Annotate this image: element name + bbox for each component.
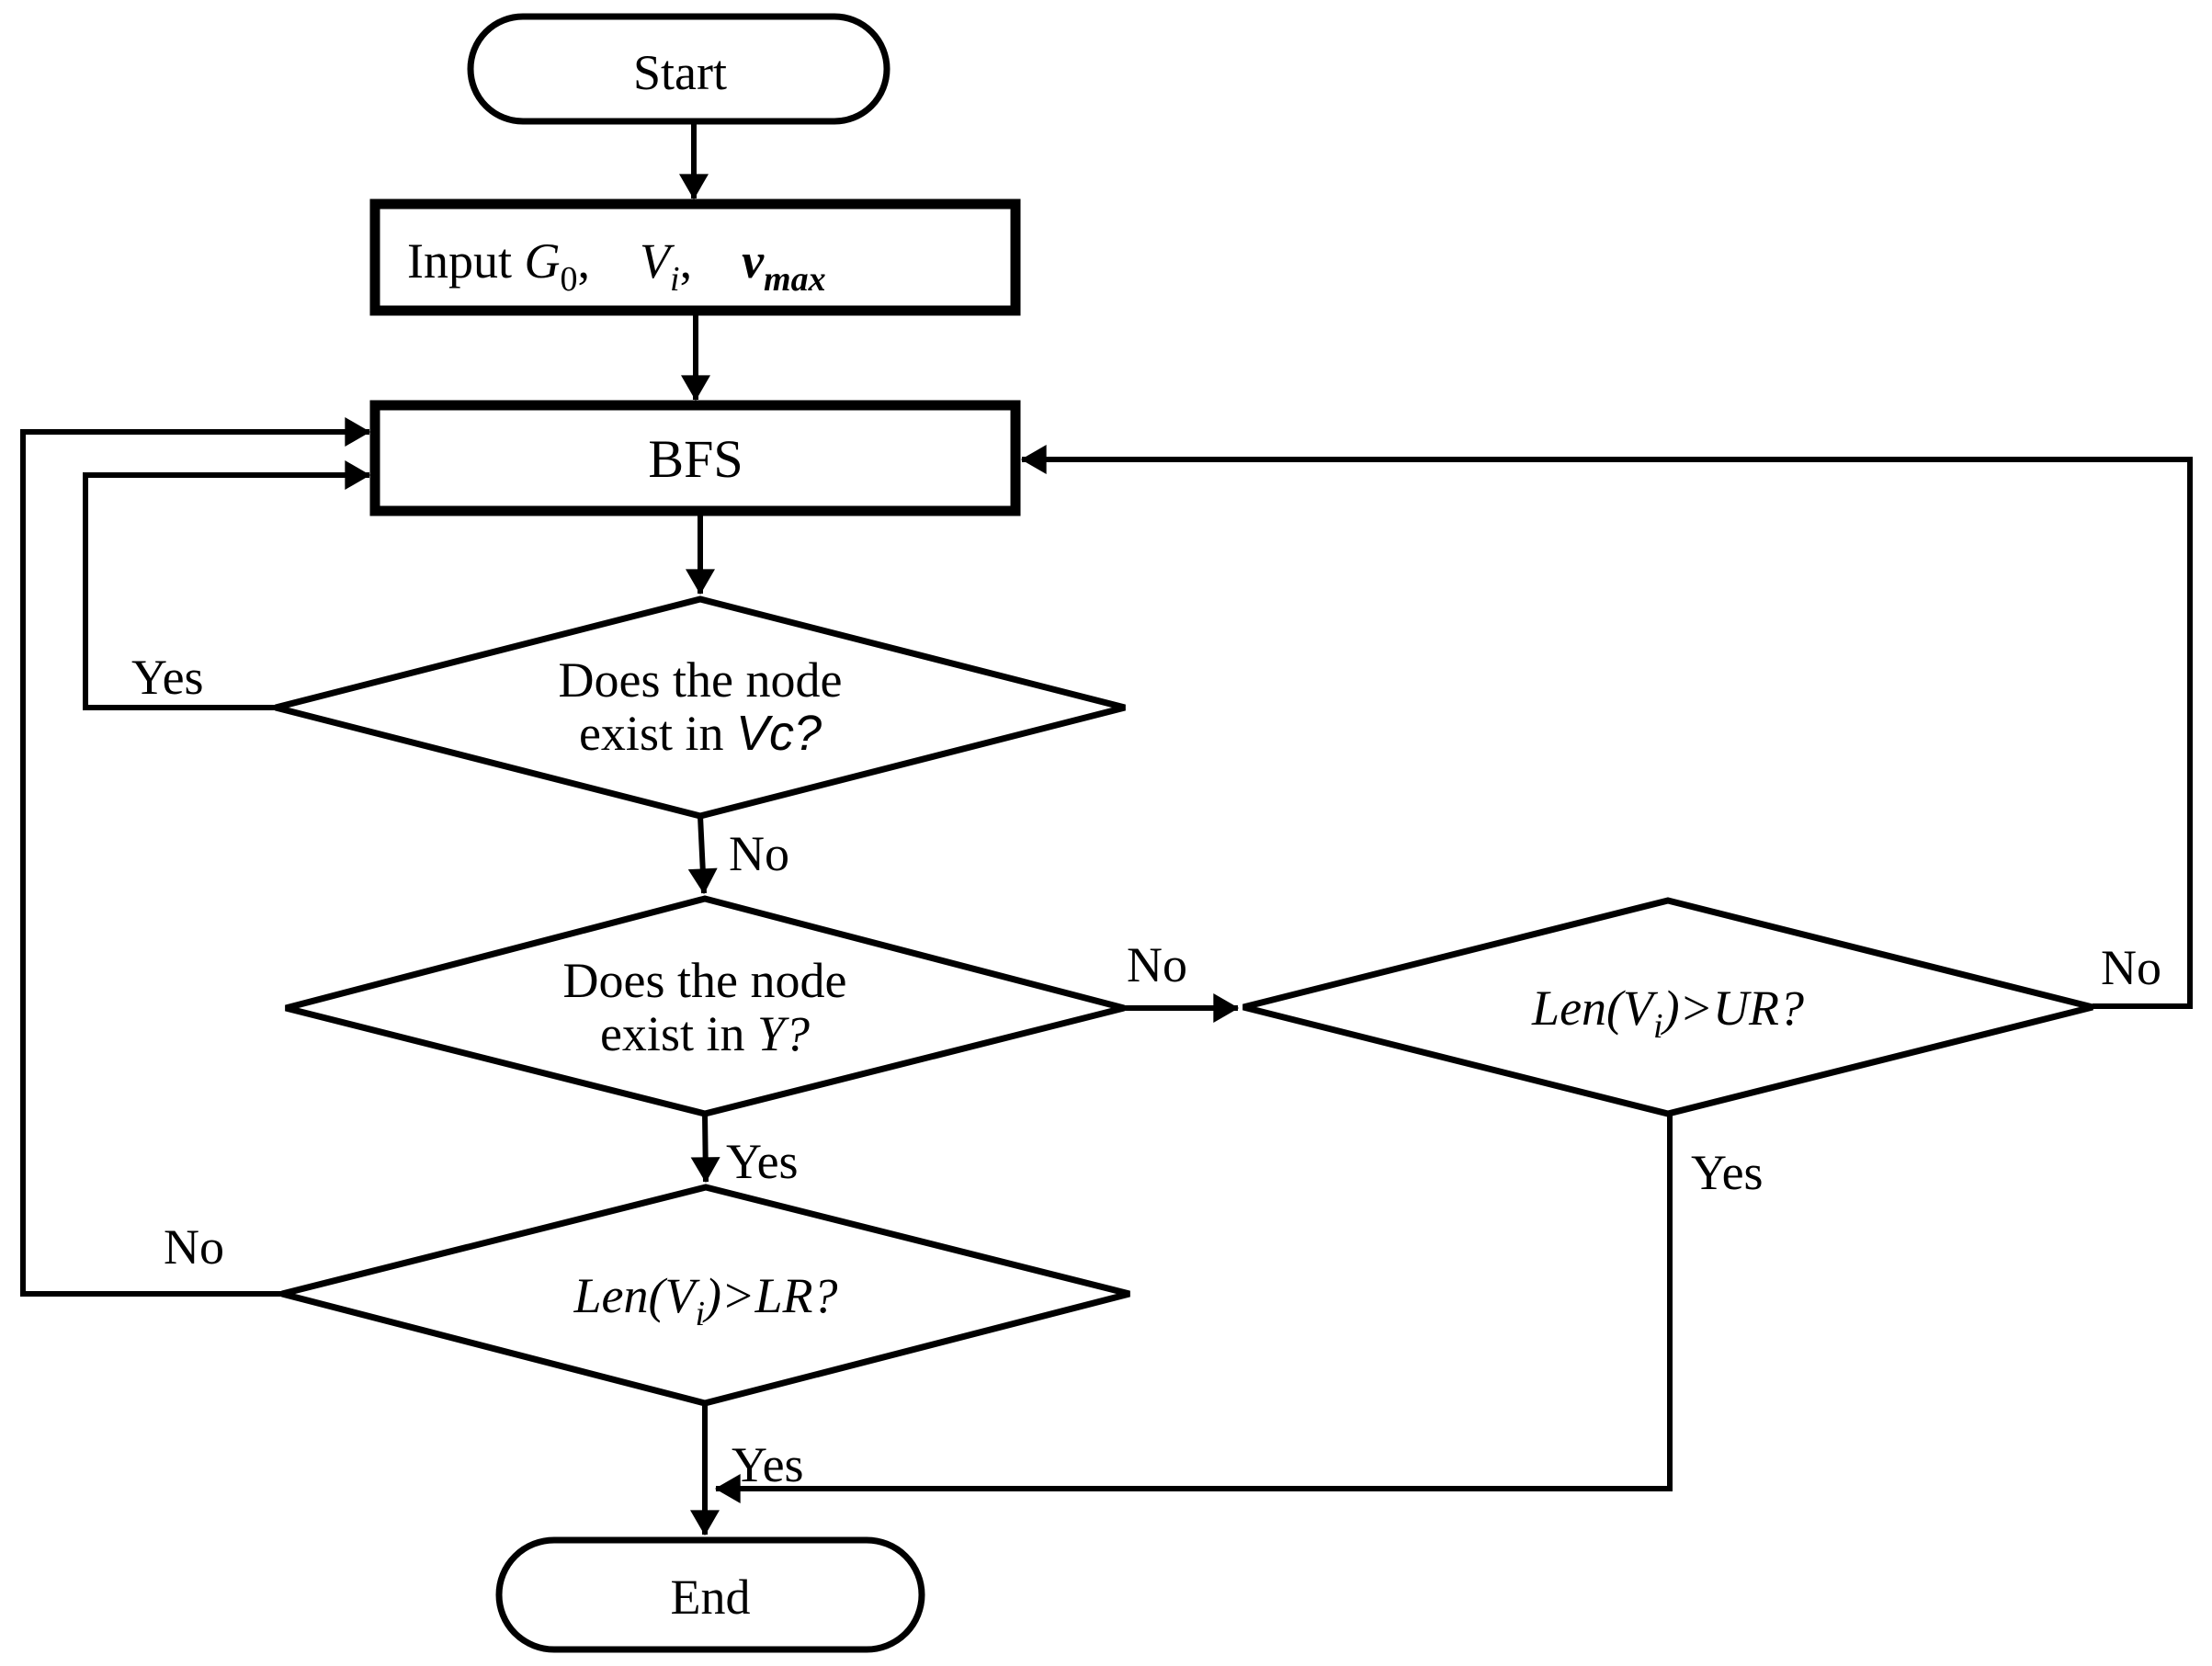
input-node xyxy=(369,198,1021,316)
input-label: Input G0, Vi, vmax xyxy=(407,233,826,299)
edge-label-ur-yes: Yes xyxy=(1691,1145,1764,1200)
edge-y-yes-to-lr xyxy=(690,1113,720,1184)
edge-vc-no-to-y xyxy=(687,815,718,895)
end-node xyxy=(495,1536,925,1653)
bfs-label: BFS xyxy=(648,429,743,489)
ur-fn: Len(V xyxy=(1531,980,1659,1036)
input-var-v: V xyxy=(640,233,675,289)
start-node xyxy=(467,13,890,125)
edge-label-vc-no: No xyxy=(729,826,789,881)
decision-ur-node xyxy=(1242,897,2093,1117)
edge-ur-no-feedback-to-bfs xyxy=(1020,445,2193,1009)
edge-label-lr-no: No xyxy=(164,1219,224,1275)
edge-label-ur-no: No xyxy=(2101,940,2161,995)
vc-line2-prefix: exist in xyxy=(579,706,736,761)
ur-fn-sub: i xyxy=(1653,1007,1663,1046)
lr-fn-sub: i xyxy=(695,1295,705,1333)
decision-y-label-line1: Does the node xyxy=(563,953,847,1008)
edge-label-y-yes: Yes xyxy=(726,1134,799,1189)
lr-fn: Len(V xyxy=(573,1268,701,1323)
y-variable: Y? xyxy=(757,1006,810,1061)
lr-rest: )>LR? xyxy=(702,1268,837,1323)
input-prefix: Input xyxy=(407,233,525,289)
decision-y-node xyxy=(285,895,1125,1117)
decision-vc-label-line2: exist in Vc? xyxy=(579,706,822,761)
bfs-node xyxy=(369,400,1021,516)
input-var-vmax-sub: max xyxy=(764,260,826,299)
start-label: Start xyxy=(633,45,727,100)
vc-variable: Vc? xyxy=(736,706,822,761)
edge-label-y-no: No xyxy=(1127,937,1187,992)
input-var-vmax: v xyxy=(742,233,765,289)
decision-ur-label: Len(Vi)>UR? xyxy=(1531,980,1804,1046)
ur-rest: )>UR? xyxy=(1661,980,1804,1036)
y-line2-prefix: exist in xyxy=(600,1006,757,1061)
input-var-g: G xyxy=(525,233,561,289)
input-var-g-sub: 0 xyxy=(561,260,578,299)
decision-lr-label: Len(Vi)>LR? xyxy=(573,1268,838,1333)
decision-vc-node xyxy=(275,595,1126,820)
decision-y-label-line2: exist in Y? xyxy=(600,1006,810,1061)
decision-lr-node xyxy=(281,1184,1130,1407)
edge-vc-yes-feedback-to-bfs xyxy=(83,460,371,710)
input-sep1: , xyxy=(578,233,641,289)
edge-label-lr-yes: Yes xyxy=(732,1437,804,1492)
decision-vc-label-line1: Does the node xyxy=(559,652,843,708)
input-sep2: , xyxy=(680,233,743,289)
edge-label-vc-yes: Yes xyxy=(131,650,204,705)
input-var-v-sub: i xyxy=(670,260,680,299)
edge-ur-yes-to-merge xyxy=(714,1114,1673,1503)
edge-lr-no-feedback-to-bfs xyxy=(20,417,371,1297)
end-label: End xyxy=(671,1570,751,1625)
